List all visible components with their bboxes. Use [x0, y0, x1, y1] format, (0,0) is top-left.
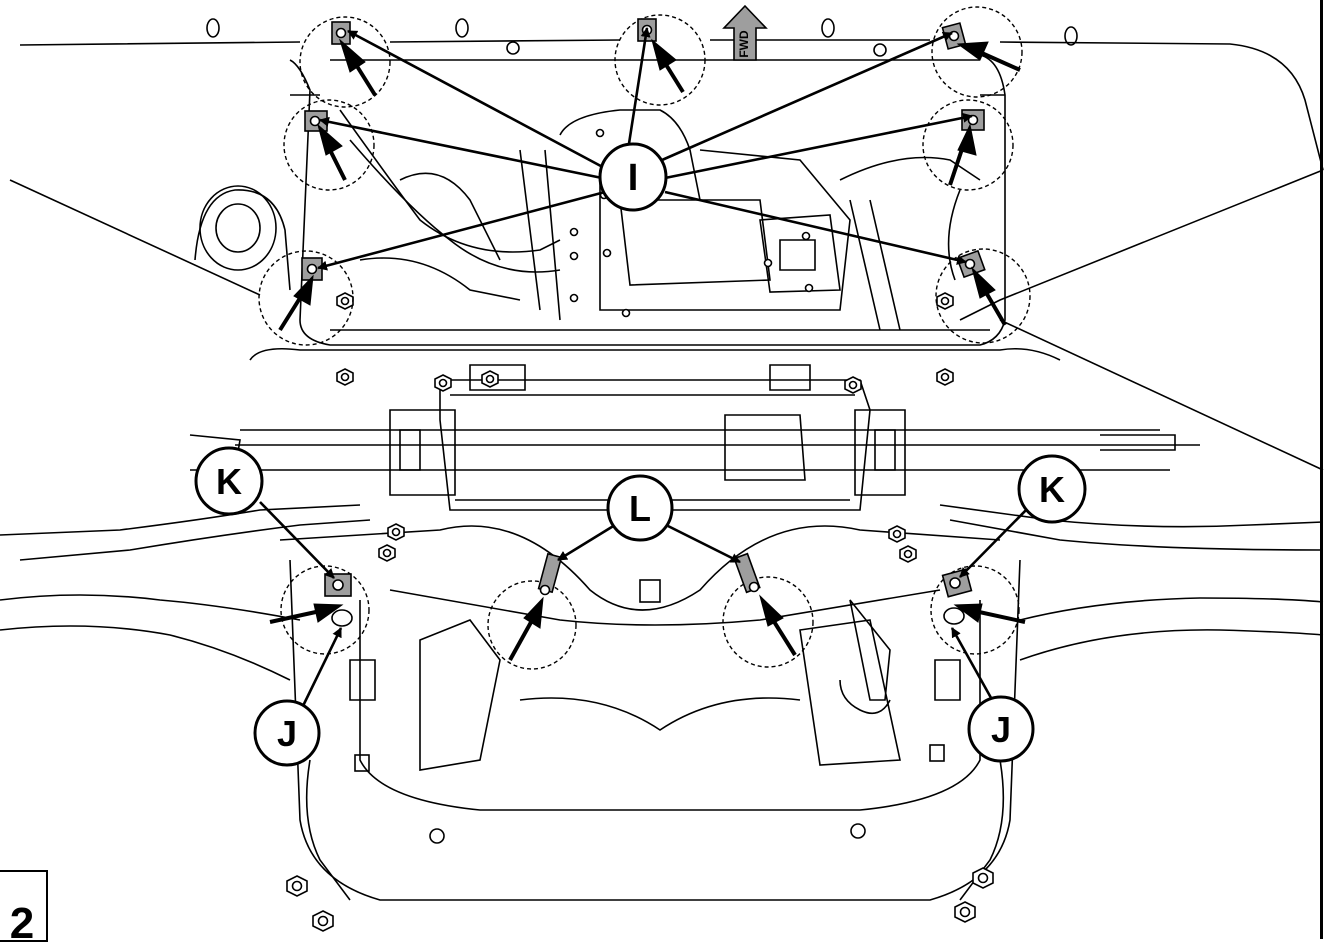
callout-label: K — [1039, 469, 1065, 510]
step-number-box: 2 — [0, 870, 48, 942]
fwd-label: FWD — [737, 30, 751, 58]
clip-highlight-circle — [614, 14, 706, 106]
bolt-icon — [804, 283, 814, 293]
clip-highlight-circle — [299, 16, 391, 108]
clip-highlight-circle — [930, 565, 1020, 655]
bolt-icon — [801, 231, 811, 241]
bolt-icon — [378, 544, 396, 562]
clip-highlight-circle — [280, 565, 370, 655]
clip-highlight-circle — [922, 99, 1014, 191]
clip-highlight-circle — [487, 580, 577, 670]
callout-J-right: J — [967, 695, 1035, 763]
callout-I: I — [598, 142, 668, 212]
bolt-icon — [602, 248, 612, 258]
bolt-icon — [569, 293, 579, 303]
bolt-icon — [387, 523, 405, 541]
callout-L: L — [606, 474, 674, 542]
clip-highlight-circle — [935, 248, 1031, 344]
bolt-icon — [621, 308, 631, 318]
callout-label: I — [628, 157, 639, 199]
callout-label: L — [629, 488, 651, 529]
bolts — [286, 128, 994, 932]
clip-highlight-circle — [258, 250, 354, 346]
bolt-icon — [844, 376, 862, 394]
callout-J-left: J — [253, 699, 321, 767]
callout-K-left: K — [194, 446, 264, 516]
bolt-icon — [434, 374, 452, 392]
bolt-icon — [936, 368, 954, 386]
callout-label: J — [991, 709, 1011, 750]
callout-label: J — [277, 713, 297, 754]
callout-label: K — [216, 461, 242, 502]
step-number: 2 — [9, 899, 35, 942]
bolt-icon — [888, 525, 906, 543]
bolt-icon — [336, 368, 354, 386]
bolt-icon — [481, 370, 499, 388]
bolt-icon — [569, 227, 579, 237]
bolt-icon — [595, 128, 605, 138]
bolt-icon — [312, 910, 334, 932]
bolt-icon — [286, 875, 308, 897]
bolt-icon — [936, 292, 954, 310]
clip-highlight-circle — [283, 99, 375, 191]
vehicle-body-outline — [0, 18, 1324, 901]
bolt-icon — [954, 901, 976, 923]
bolt-icon — [763, 258, 773, 268]
push-arrows — [269, 38, 1026, 661]
bolt-icon — [899, 545, 917, 563]
callout-K-right: K — [1017, 454, 1087, 524]
bolt-icon — [336, 292, 354, 310]
bolt-icon — [569, 251, 579, 261]
leader-lines — [259, 27, 1033, 709]
bolt-icon — [972, 867, 994, 889]
forward-direction-arrow-icon: FWD — [722, 4, 768, 61]
clip-locations — [258, 6, 1031, 670]
clip-highlight-circle — [931, 6, 1023, 98]
clip-highlight-circle — [722, 576, 814, 668]
